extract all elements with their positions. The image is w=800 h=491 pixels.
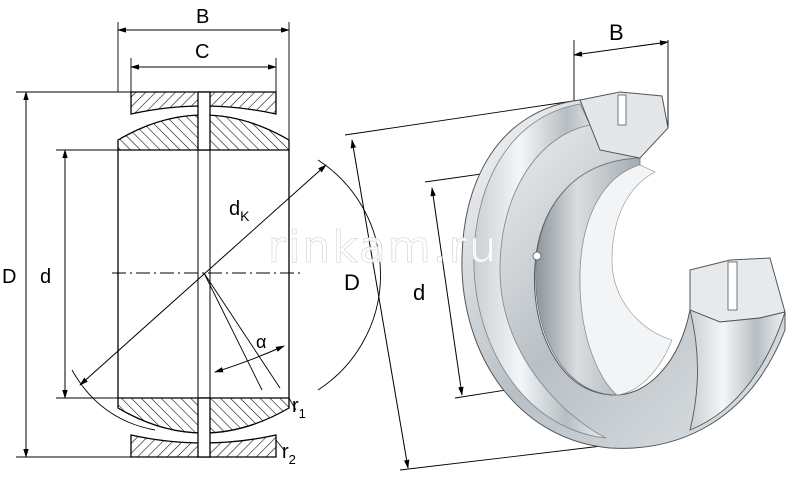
label-d-section: d — [40, 266, 51, 288]
cutaway-bottom — [689, 257, 786, 323]
sphere-arc-left — [71, 369, 156, 431]
label-d-perspective: d — [413, 280, 425, 305]
dk-diameter-line — [79, 164, 327, 386]
label-b-perspective: B — [609, 20, 624, 45]
label-c-section: C — [195, 41, 209, 63]
angle-line — [203, 272, 263, 391]
label-alpha: α — [256, 332, 266, 352]
bottom-ring-side — [689, 309, 786, 431]
label-r1: r1 — [292, 395, 306, 421]
bore-shadow — [579, 164, 673, 396]
dim-d-perspective — [430, 187, 464, 396]
r1-leader — [288, 397, 297, 411]
lube-slot-top — [197, 91, 211, 151]
label-dk: dK — [229, 198, 250, 224]
dim-b-perspective — [573, 40, 669, 57]
label-D-section: D — [2, 266, 16, 288]
label-r2: r2 — [282, 441, 296, 467]
top-slot — [617, 94, 627, 126]
label-b-section: B — [196, 6, 209, 28]
section-view — [16, 22, 381, 458]
lube-slot-bottom — [197, 397, 211, 458]
watermark: rinkam.ru — [268, 222, 499, 273]
outer-ring-face — [473, 103, 607, 439]
bottom-slot — [727, 261, 738, 311]
r2-leader — [275, 439, 285, 451]
dk-diameter-line-2 — [203, 272, 281, 389]
lube-hole — [532, 251, 542, 261]
alpha-arc — [214, 345, 285, 373]
dim-D-perspective — [350, 139, 410, 469]
perspective-view — [344, 40, 786, 471]
label-D-perspective: D — [344, 270, 360, 295]
